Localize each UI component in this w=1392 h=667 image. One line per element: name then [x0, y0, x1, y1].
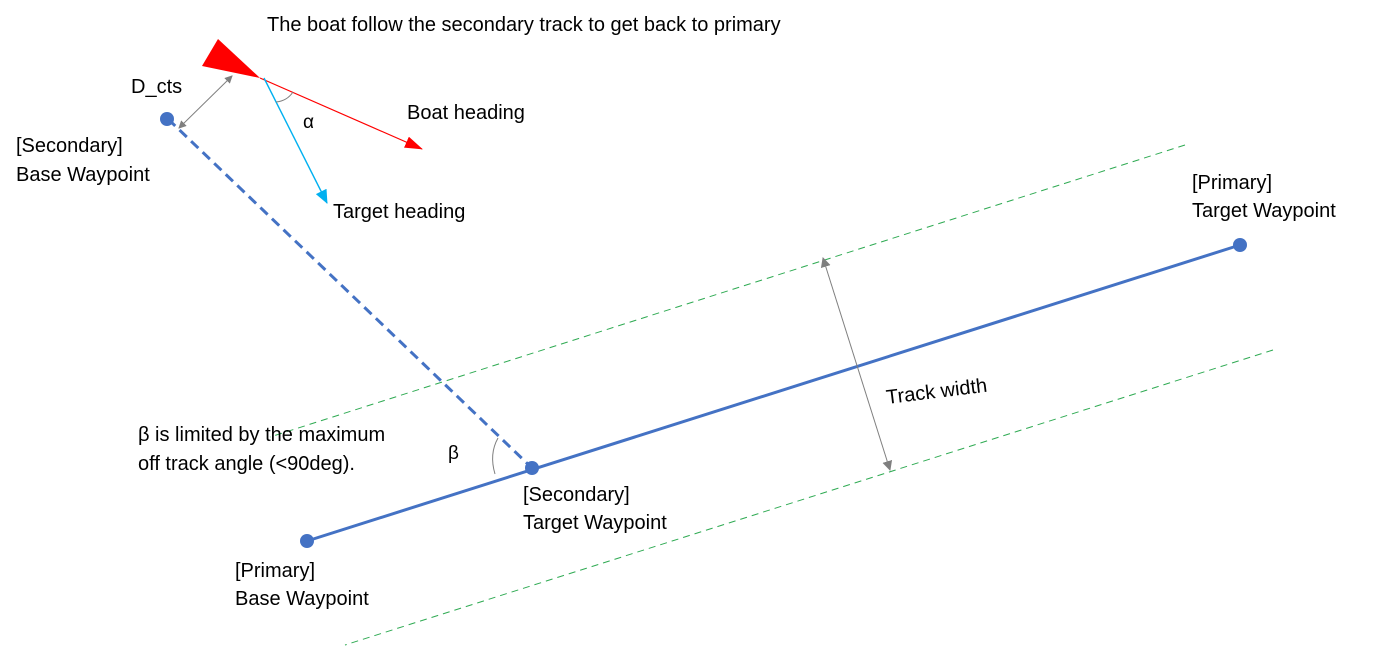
- beta-note-line1: β is limited by the maximum: [138, 424, 385, 446]
- primary-track-line: [306, 243, 1241, 543]
- d-cts-label: D_cts: [131, 76, 182, 98]
- secondary-base-label-line1: [Secondary]: [16, 135, 123, 157]
- secondary-target-label-line2: Target Waypoint: [523, 512, 667, 534]
- boat-icon: [202, 39, 260, 78]
- primary-base-label-line1: [Primary]: [235, 560, 315, 582]
- beta-note-line2: off track angle (<90deg).: [138, 453, 355, 475]
- d-cts-dimension-arrow: [178, 75, 233, 129]
- primary-target-label-line2: Target Waypoint: [1192, 200, 1336, 222]
- primary-base-label-line2: Base Waypoint: [235, 588, 369, 610]
- track-width-label: Track width: [885, 375, 988, 409]
- secondary-base-waypoint: [160, 112, 174, 126]
- secondary-base-label-line2: Base Waypoint: [16, 164, 150, 186]
- alpha-angle-arc: [275, 91, 294, 103]
- beta-angle-arc: [492, 437, 499, 475]
- primary-target-waypoint: [1233, 238, 1247, 252]
- secondary-target-waypoint: [525, 461, 539, 475]
- secondary-track-line: [166, 117, 534, 470]
- target-heading-arrow: [263, 77, 328, 204]
- secondary-target-label-line1: [Secondary]: [523, 484, 630, 506]
- beta-label: β: [448, 443, 459, 464]
- boat-heading-label: Boat heading: [407, 102, 525, 124]
- track-upper-boundary: [269, 144, 1186, 438]
- track-width-dimension-arrow: [820, 257, 893, 471]
- primary-base-waypoint: [300, 534, 314, 548]
- target-heading-label: Target heading: [333, 201, 465, 223]
- track-lower-boundary: [344, 349, 1274, 646]
- boat-heading-arrow: [259, 77, 423, 150]
- primary-target-label-line1: [Primary]: [1192, 172, 1272, 194]
- diagram-title: The boat follow the secondary track to g…: [267, 14, 781, 36]
- alpha-label: α: [303, 112, 314, 133]
